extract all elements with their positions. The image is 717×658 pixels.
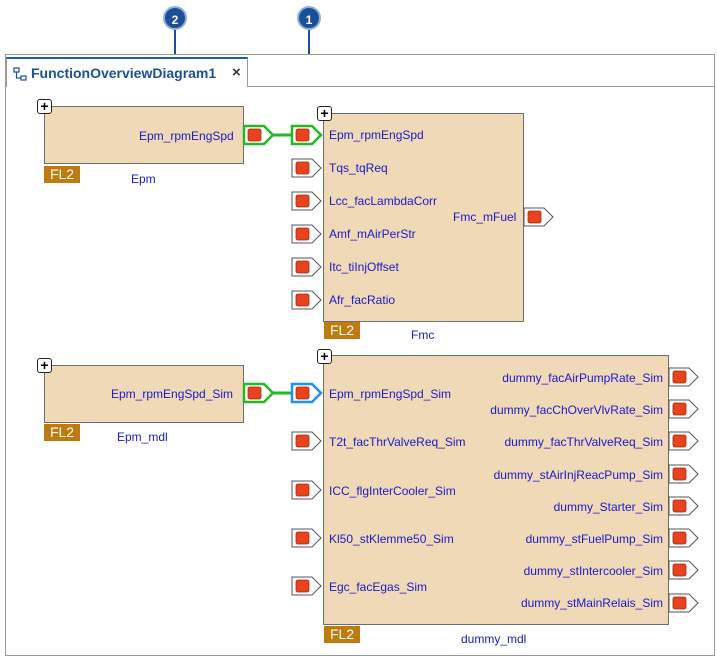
port-label: dummy_facAirPumpRate_Sim — [502, 371, 663, 385]
port-label: dummy_stMainRelais_Sim — [520, 596, 663, 610]
expand-icon[interactable]: + — [317, 106, 332, 121]
port-label: dummy_stFuelPump_Sim — [525, 532, 663, 546]
port-label: Egc_facEgas_Sim — [329, 580, 428, 594]
output-port[interactable] — [668, 431, 699, 451]
port-label: dummy_facChOverVlvRate_Sim — [490, 403, 663, 417]
input-port[interactable] — [290, 124, 323, 146]
close-icon[interactable]: × — [232, 64, 241, 81]
port-label: Afr_facRatio — [329, 293, 396, 307]
callout-2: 2 — [163, 6, 187, 30]
output-port[interactable] — [668, 496, 699, 516]
block-dummy-mdl[interactable] — [323, 355, 669, 625]
tab-function-overview-diagram[interactable]: FunctionOverviewDiagram1 × — [6, 57, 248, 87]
expand-icon[interactable]: + — [317, 349, 332, 364]
output-port[interactable] — [668, 399, 699, 419]
port-label: Amf_mAirPerStr — [329, 227, 416, 241]
port-label: Itc_tiInjOffset — [329, 260, 399, 274]
output-port[interactable] — [668, 528, 699, 548]
tab-strip: FunctionOverviewDiagram1 × — [6, 55, 714, 87]
block-name: Epm — [131, 172, 156, 186]
tab-title: FunctionOverviewDiagram1 — [31, 65, 217, 81]
block-badge: FL2 — [324, 322, 360, 339]
block-name: Fmc — [411, 328, 435, 342]
output-port[interactable] — [668, 464, 699, 484]
port-label: Tqs_tqReq — [329, 161, 388, 175]
port-label: dummy_stAirInjReacPump_Sim — [493, 468, 663, 482]
input-port[interactable] — [291, 158, 322, 178]
input-port[interactable] — [291, 528, 322, 548]
block-name: dummy_mdl — [461, 632, 527, 646]
port-label: Epm_rpmEngSpd — [329, 128, 424, 142]
port-label: dummy_Starter_Sim — [553, 500, 663, 514]
output-port[interactable] — [668, 367, 699, 387]
block-epm[interactable] — [44, 106, 244, 164]
input-port[interactable] — [291, 257, 322, 277]
input-port[interactable] — [291, 191, 322, 211]
input-port[interactable] — [291, 431, 322, 451]
output-port[interactable] — [242, 124, 275, 146]
input-port[interactable] — [291, 576, 322, 596]
port-label: Epm_rpmEngSpd — [139, 129, 234, 143]
port-label: Fmc_mFuel — [453, 210, 517, 224]
port-label: ICC_flgInterCooler_Sim — [329, 484, 456, 498]
output-port[interactable] — [523, 207, 554, 227]
port-label: T2t_facThrValveReq_Sim — [329, 435, 466, 449]
block-fmc[interactable] — [323, 113, 524, 322]
output-port[interactable] — [668, 593, 699, 613]
input-port[interactable] — [291, 480, 322, 500]
output-port[interactable] — [242, 382, 275, 404]
block-badge: FL2 — [324, 626, 360, 643]
port-label: Epm_rpmEngSpd_Sim — [111, 387, 234, 401]
port-label: dummy_facThrValveReq_Sim — [504, 435, 663, 449]
block-badge: FL2 — [44, 166, 80, 183]
expand-icon[interactable]: + — [37, 358, 52, 373]
output-port[interactable] — [668, 560, 699, 580]
block-epm-mdl[interactable] — [44, 365, 244, 423]
port-label: Epm_rpmEngSpd_Sim — [329, 387, 452, 401]
port-label: Lcc_facLambdaCorr — [329, 194, 438, 208]
callout-1: 1 — [297, 6, 321, 30]
expand-icon[interactable]: + — [37, 99, 52, 114]
input-port[interactable] — [290, 382, 323, 404]
port-label: dummy_stIntercooler_Sim — [523, 564, 663, 578]
input-port[interactable] — [291, 224, 322, 244]
port-label: Kl50_stKlemme50_Sim — [329, 532, 454, 546]
block-name: Epm_mdl — [117, 430, 168, 444]
block-badge: FL2 — [44, 424, 80, 441]
input-port[interactable] — [291, 290, 322, 310]
diagram-icon — [13, 67, 27, 81]
